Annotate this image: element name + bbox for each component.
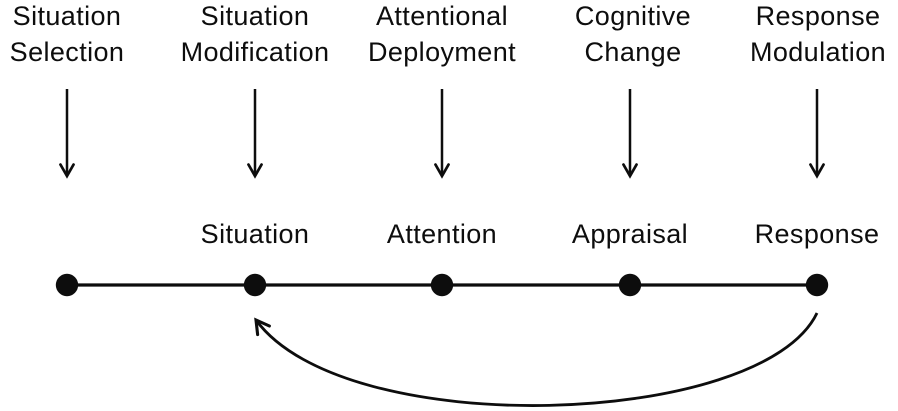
- timeline-label-situation: Situation: [200, 219, 310, 249]
- feedback-arrow: [254, 312, 819, 407]
- strategy-label-situation-modification: Situation Modification: [135, 0, 375, 70]
- strategy-line1: Situation: [12, 1, 122, 31]
- strategy-label-cognitive-change: Cognitive Change: [513, 0, 753, 70]
- timeline-label-appraisal: Appraisal: [571, 219, 689, 249]
- strategy-line2: Deployment: [367, 37, 517, 67]
- strategy-line2: Selection: [9, 37, 125, 67]
- strategy-line2: Modification: [180, 37, 330, 67]
- timeline-dot: [618, 273, 642, 297]
- strategy-line2: Modulation: [749, 37, 887, 67]
- strategy-line1: Situation: [200, 1, 310, 31]
- strategy-line1: Response: [755, 1, 881, 31]
- strategy-label-situation-selection: Situation Selection: [0, 0, 187, 70]
- strategy-line1: Cognitive: [574, 1, 692, 31]
- strategy-line2: Change: [584, 37, 682, 67]
- timeline-dot: [430, 273, 454, 297]
- strategy-line1: Attentional: [376, 1, 508, 31]
- timeline-dot: [243, 273, 267, 297]
- timeline-dot: [805, 273, 829, 297]
- strategy-label-response-modulation: Response Modulation: [698, 0, 898, 70]
- timeline-label-attention: Attention: [386, 219, 498, 249]
- timeline-label-response: Response: [754, 219, 880, 249]
- timeline-dot: [55, 273, 79, 297]
- strategy-label-attentional-deployment: Attentional Deployment: [322, 0, 562, 70]
